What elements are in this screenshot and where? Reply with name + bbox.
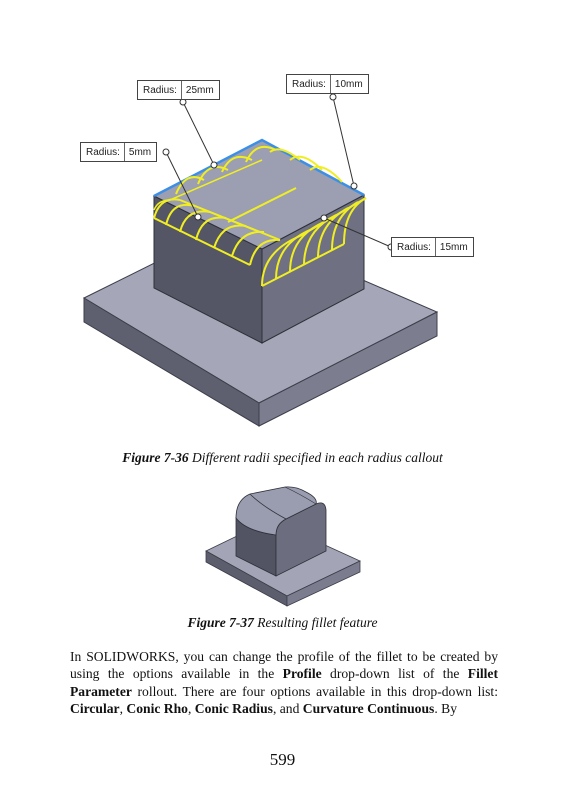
figure-number: Figure 7-37 xyxy=(187,615,254,630)
small-boss-top xyxy=(235,486,317,536)
figure-caption-text: Different radii specified in each radius… xyxy=(192,450,443,465)
radius-callout-label: Radius: xyxy=(287,75,331,93)
text-run: In SOLIDWORKS, you can change the profil… xyxy=(70,649,498,682)
bold-term-profile: Profile xyxy=(282,666,322,682)
text-run: rollout. There are four options availabl… xyxy=(131,683,498,699)
bold-term-fillet-parameter: Fillet Parameter xyxy=(70,666,498,699)
text-run: , xyxy=(187,701,195,717)
callout-leaders xyxy=(162,93,395,251)
text-run: . By xyxy=(434,701,457,717)
radius-callout-label: Radius: xyxy=(392,238,436,256)
bold-term-circular: Circular xyxy=(70,701,120,717)
radius-callout-value: 15mm xyxy=(439,241,468,253)
radius-callout-label: Radius: xyxy=(81,143,125,161)
figure-7-37-image xyxy=(205,486,361,607)
text-run: , xyxy=(119,701,127,717)
text-run: , and xyxy=(272,701,303,717)
figure-7-37-caption: Figure 7-37 Resulting fillet feature xyxy=(0,615,565,631)
base-right-face xyxy=(258,311,438,427)
bold-term-conic-radius: Conic Radius xyxy=(194,701,273,717)
fillet-preview-front xyxy=(227,187,367,287)
figure-caption-text: Resulting fillet feature xyxy=(257,615,378,630)
bold-term-curvature-continuous: Curvature Continuous xyxy=(302,701,435,717)
figure-number: Figure 7-36 xyxy=(122,450,189,465)
radius-callout-10mm[interactable]: Radius: 10mm xyxy=(286,74,369,94)
small-base-right xyxy=(286,560,361,607)
radius-callout-value: 25mm xyxy=(185,84,214,96)
figure-7-36-caption: Figure 7-36 Different radii specified in… xyxy=(0,450,565,466)
radius-callout-value: 10mm xyxy=(334,78,363,90)
page-number: 599 xyxy=(269,750,296,769)
bold-term-conic-rho: Conic Rho xyxy=(126,701,188,717)
radius-callout-value: 5mm xyxy=(128,146,152,158)
body-paragraph: In SOLIDWORKS, you can change the profil… xyxy=(70,648,498,718)
figure-7-36-image xyxy=(82,93,439,427)
text-run: drop-down list of the xyxy=(321,666,468,682)
radius-callout-5mm[interactable]: Radius: 5mm xyxy=(80,142,158,162)
fillet-preview-edge xyxy=(153,159,263,211)
radius-callout-25mm[interactable]: Radius: 25mm xyxy=(137,80,220,100)
radius-callout-15mm[interactable]: Radius: 15mm xyxy=(391,237,474,257)
fillet-preview-top xyxy=(175,146,343,195)
radius-callout-label: Radius: xyxy=(138,81,182,99)
